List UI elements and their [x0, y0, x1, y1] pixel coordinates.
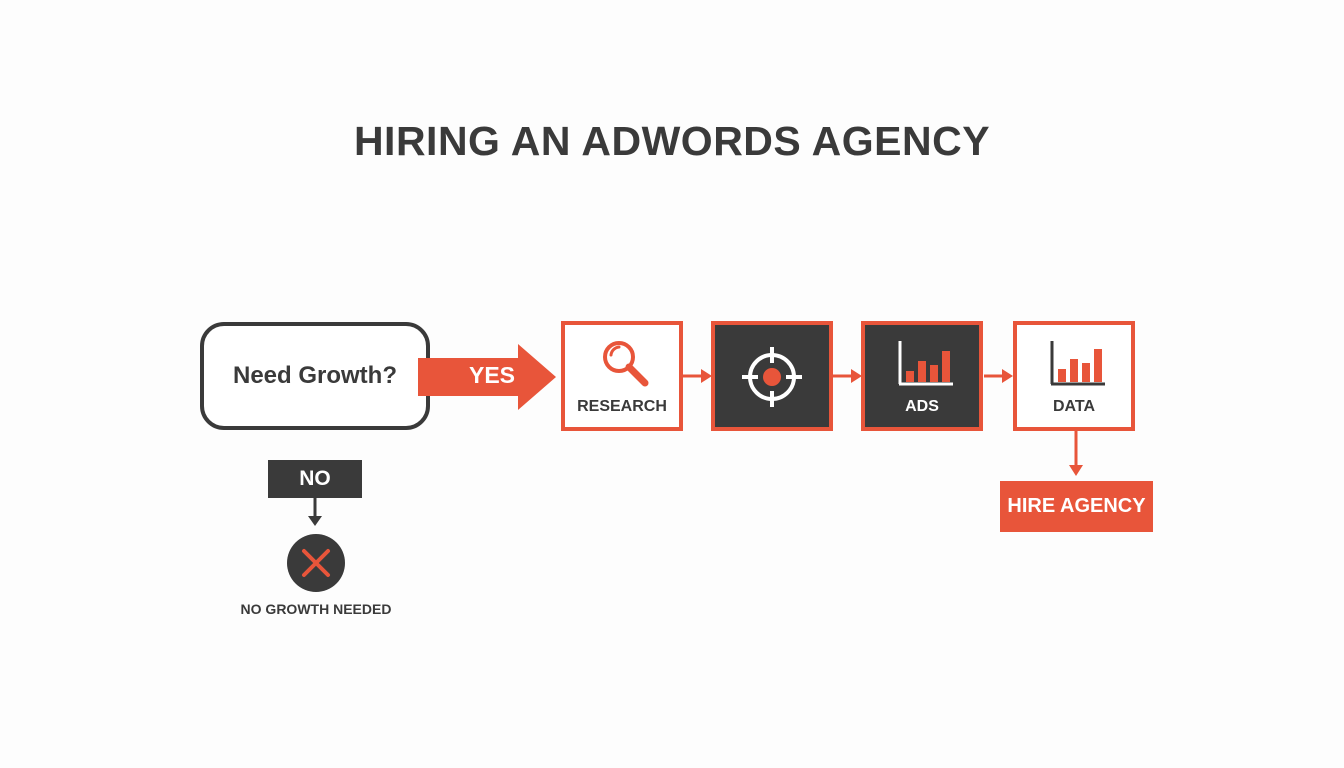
step-target: [711, 321, 833, 431]
bar-chart-icon: [898, 341, 953, 386]
bar-chart-icon: [1050, 341, 1105, 386]
no-growth-label: NO GROWTH NEEDED: [240, 601, 392, 617]
close-icon: [287, 534, 345, 592]
step-research: RESEARCH: [561, 321, 683, 431]
yes-arrow: [418, 344, 556, 410]
magnifier-icon: [603, 341, 649, 387]
connector-arrow: [683, 369, 712, 383]
target-icon: [742, 347, 802, 407]
decision-node: Need Growth?: [200, 322, 430, 430]
connector-arrow: [833, 369, 862, 383]
step-label: DATA: [1052, 398, 1096, 415]
decision-label: Need Growth?: [232, 362, 397, 389]
step-data: DATA: [1013, 321, 1135, 431]
connector-arrow: [984, 369, 1013, 383]
step-label: ADS: [905, 398, 939, 415]
step-label: RESEARCH: [577, 398, 667, 415]
no-label: NO: [268, 460, 362, 498]
hire-agency-box: HIRE AGENCY: [1000, 481, 1153, 532]
no-arrow: [308, 498, 322, 526]
page-title: HIRING AN ADWORDS AGENCY: [353, 118, 991, 164]
step-ads: ADS: [861, 321, 983, 431]
down-arrow: [1069, 431, 1083, 476]
yes-label: YES: [468, 362, 516, 388]
